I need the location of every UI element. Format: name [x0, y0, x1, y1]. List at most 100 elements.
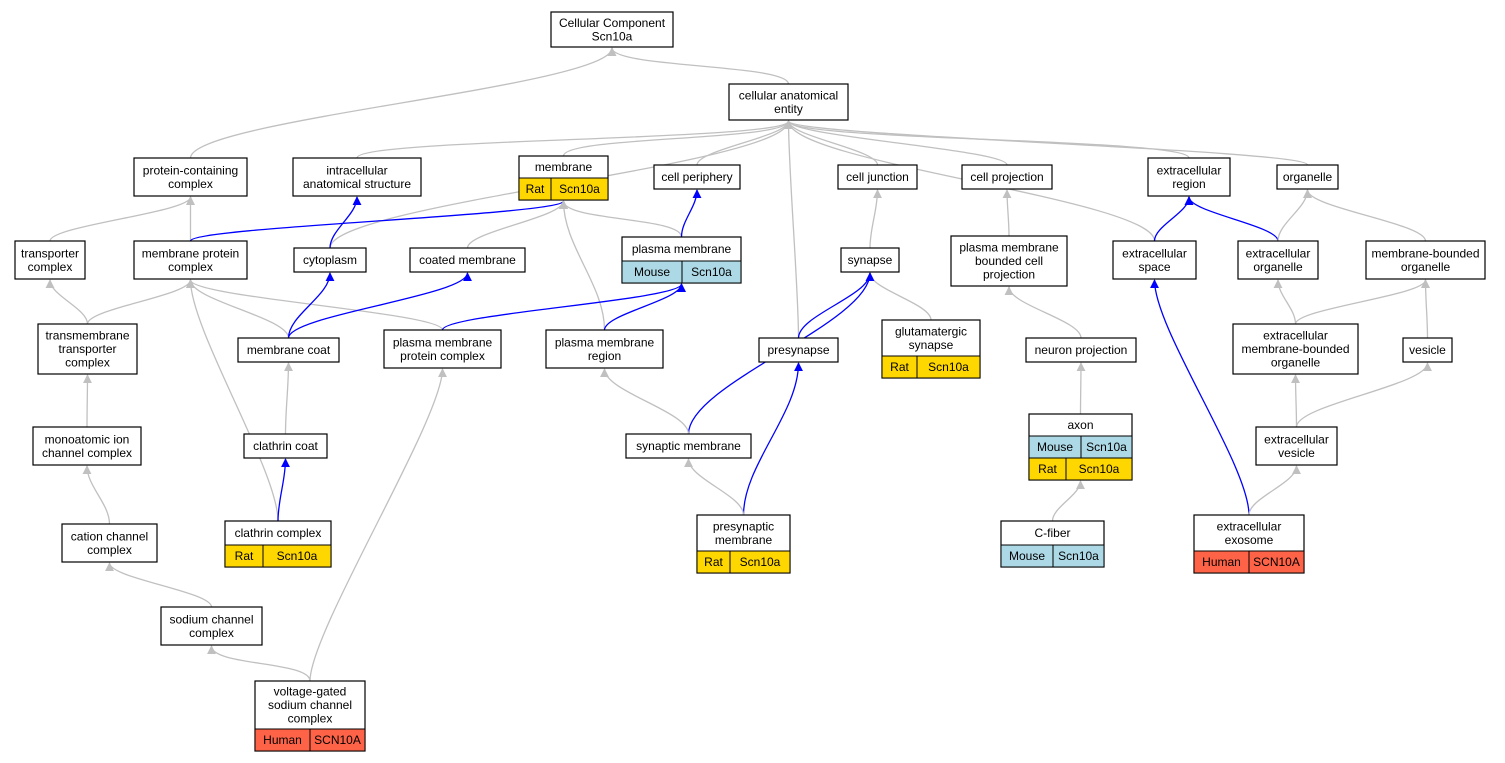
gene-label: Scn10a	[1079, 462, 1120, 476]
node-box	[550, 11, 674, 48]
node-label-line: plasma membrane	[632, 242, 732, 256]
node-ccoat[interactable]: clathrin coat	[243, 433, 328, 459]
node-box	[409, 247, 526, 273]
node-label-line: exosome	[1225, 533, 1274, 547]
node-label-line: transporter	[58, 342, 116, 356]
edge-scc-to-ccc	[105, 562, 213, 608]
node-label-line: protein complex	[400, 349, 485, 363]
species-label: Human	[1202, 555, 1241, 569]
node-box	[133, 240, 248, 280]
node-label-line: complex	[189, 626, 234, 640]
gene-cell	[1052, 544, 1105, 568]
node-box	[293, 247, 367, 273]
gene-label: Scn10a	[1086, 440, 1127, 454]
node-label-line: cytoplasm	[303, 253, 357, 267]
gene-label: SCN10A	[1253, 555, 1300, 569]
node-label-line: coated membrane	[419, 253, 516, 267]
node-org[interactable]: organelle	[1276, 164, 1339, 190]
edge-exves-to-exmbo	[1291, 374, 1301, 428]
node-label-line: vesicle	[1409, 343, 1446, 357]
node-cmem[interactable]: coated membrane	[409, 247, 526, 273]
node-label-line: plasma membrane	[959, 241, 1059, 255]
node-box	[545, 329, 664, 369]
node-box	[1237, 240, 1319, 280]
edge-ccoat-to-mcoat	[283, 362, 293, 435]
node-box	[728, 83, 849, 121]
node-label-line: transmembrane	[45, 329, 129, 343]
edge-exmbo-to-mbo	[1294, 279, 1430, 325]
node-label-line: channel complex	[42, 446, 132, 460]
edge-exorg-to-exreg	[1184, 196, 1279, 242]
node-mcoat[interactable]: membrane coat	[237, 337, 340, 363]
node-label-line: sodium channel	[268, 698, 352, 712]
node-syn[interactable]: synapse	[840, 247, 900, 273]
edge-tmtc-to-mpc	[86, 279, 195, 325]
node-label-line: intracellular	[326, 163, 387, 177]
edge-org-to-cae	[784, 120, 1309, 166]
node-box	[1025, 337, 1137, 363]
edge-mbo-to-org	[1303, 189, 1427, 242]
node-label-line: synaptic membrane	[636, 439, 741, 453]
node-label-line: complex	[87, 543, 132, 557]
node-label-line: region	[1172, 177, 1205, 191]
gene-label: Scn10a	[1058, 549, 1099, 563]
edge-pmr-to-mem	[559, 200, 606, 331]
node-cjun[interactable]: cell junction	[837, 164, 918, 190]
node-label-line: extracellular	[1263, 329, 1328, 343]
node-label-line: cellular anatomical	[739, 88, 838, 102]
node-box	[237, 337, 340, 363]
node-label-line: neuron projection	[1035, 343, 1128, 357]
node-box	[1232, 323, 1359, 375]
node-label-line: clathrin coat	[253, 439, 318, 453]
edges-layer	[45, 47, 1432, 682]
node-label-line: space	[1138, 260, 1170, 274]
node-label-line: extracellular	[1157, 163, 1222, 177]
node-label-line: membrane coat	[247, 343, 331, 357]
node-cper[interactable]: cell periphery	[653, 164, 741, 190]
node-label-line: presynaptic	[713, 519, 774, 533]
species-label: Mouse	[634, 265, 670, 279]
node-presyn[interactable]: presynapse	[758, 337, 839, 363]
node-label-line: membrane	[535, 160, 593, 174]
node-box	[837, 164, 918, 190]
node-cproj[interactable]: cell projection	[961, 164, 1053, 190]
node-label-line: plasma membrane	[393, 335, 493, 349]
node-ves[interactable]: vesicle	[1402, 337, 1453, 363]
edge-pmpc-to-mpc	[186, 279, 444, 331]
node-cyto[interactable]: cytoplasm	[293, 247, 367, 273]
node-label-line: complex	[168, 177, 213, 191]
node-box	[1276, 164, 1339, 190]
node-nproj[interactable]: neuron projection	[1025, 337, 1137, 363]
node-box	[61, 523, 158, 563]
node-synm[interactable]: synaptic membrane	[625, 433, 752, 459]
edge-vgsc-to-scc	[207, 645, 311, 682]
